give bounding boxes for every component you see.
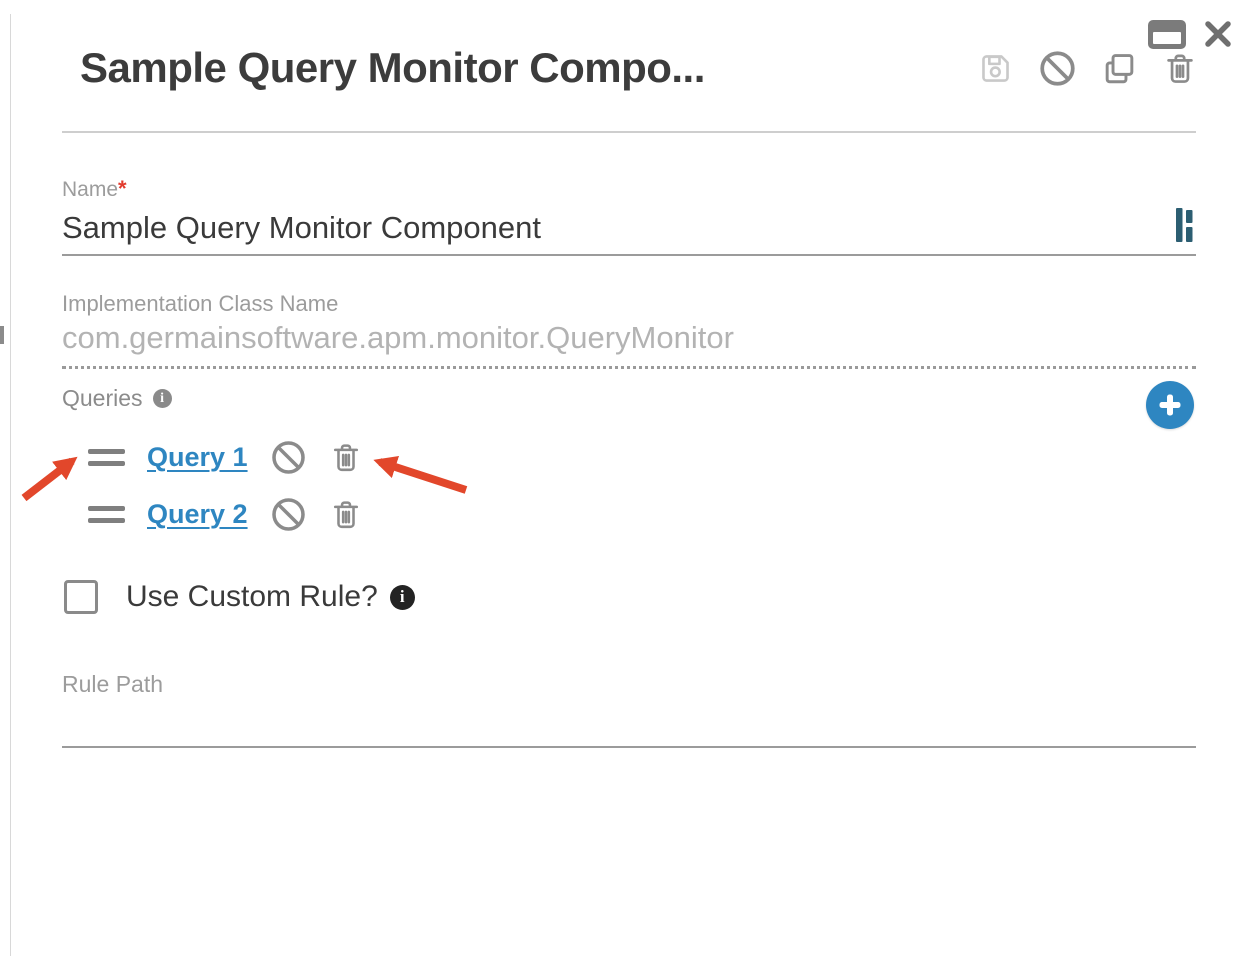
drag-handle-icon[interactable] bbox=[88, 502, 125, 527]
window-controls bbox=[1148, 18, 1234, 50]
arrow-to-drag-handle bbox=[21, 456, 78, 502]
queries-label: Queries bbox=[62, 385, 143, 411]
maximize-icon[interactable] bbox=[1148, 19, 1186, 49]
name-label: Name* bbox=[62, 176, 127, 201]
delete-query-2-icon[interactable] bbox=[329, 496, 363, 533]
add-query-button[interactable] bbox=[1146, 381, 1194, 429]
use-custom-rule-row: Use Custom Rule? i bbox=[64, 580, 415, 614]
name-field-underline bbox=[62, 254, 1196, 256]
arrow-to-delete-icon bbox=[373, 455, 468, 494]
query-row-2: Query 2 bbox=[88, 494, 363, 534]
implementation-class-underline bbox=[62, 366, 1196, 369]
plus-icon bbox=[1159, 394, 1181, 416]
save-icon[interactable] bbox=[977, 50, 1014, 87]
implementation-class-label: Implementation Class Name bbox=[62, 291, 339, 316]
rule-path-underline bbox=[62, 746, 1196, 748]
left-edge-artifact bbox=[0, 326, 4, 344]
delete-query-1-icon[interactable] bbox=[329, 439, 363, 476]
disable-icon[interactable] bbox=[1038, 49, 1077, 88]
queries-info-icon[interactable]: i bbox=[152, 389, 172, 408]
rule-path-label: Rule Path bbox=[62, 671, 164, 697]
use-custom-rule-info-icon[interactable]: i bbox=[389, 584, 415, 610]
germain-logo-icon bbox=[1174, 206, 1200, 249]
page-title: Sample Query Monitor Compo... bbox=[80, 44, 705, 91]
drag-handle-icon[interactable] bbox=[88, 445, 125, 470]
use-custom-rule-checkbox[interactable] bbox=[64, 580, 98, 614]
disable-query-2-icon[interactable] bbox=[270, 496, 307, 533]
header-actions bbox=[977, 49, 1198, 88]
query-row-1: Query 1 bbox=[88, 437, 363, 477]
close-icon[interactable] bbox=[1202, 18, 1234, 50]
header: Sample Query Monitor Compo... bbox=[80, 44, 1198, 92]
query-1-link[interactable]: Query 1 bbox=[147, 441, 248, 472]
duplicate-icon[interactable] bbox=[1101, 50, 1138, 87]
required-asterisk: * bbox=[118, 176, 127, 201]
disable-query-1-icon[interactable] bbox=[270, 439, 307, 476]
panel-left-border bbox=[10, 14, 11, 956]
implementation-class-value: com.germainsoftware.apm.monitor.QueryMon… bbox=[62, 320, 734, 355]
name-field[interactable]: Sample Query Monitor Component bbox=[62, 209, 542, 245]
header-divider bbox=[62, 131, 1196, 133]
query-2-link[interactable]: Query 2 bbox=[147, 498, 248, 529]
use-custom-rule-label: Use Custom Rule? i bbox=[126, 580, 415, 614]
delete-icon[interactable] bbox=[1162, 50, 1198, 87]
